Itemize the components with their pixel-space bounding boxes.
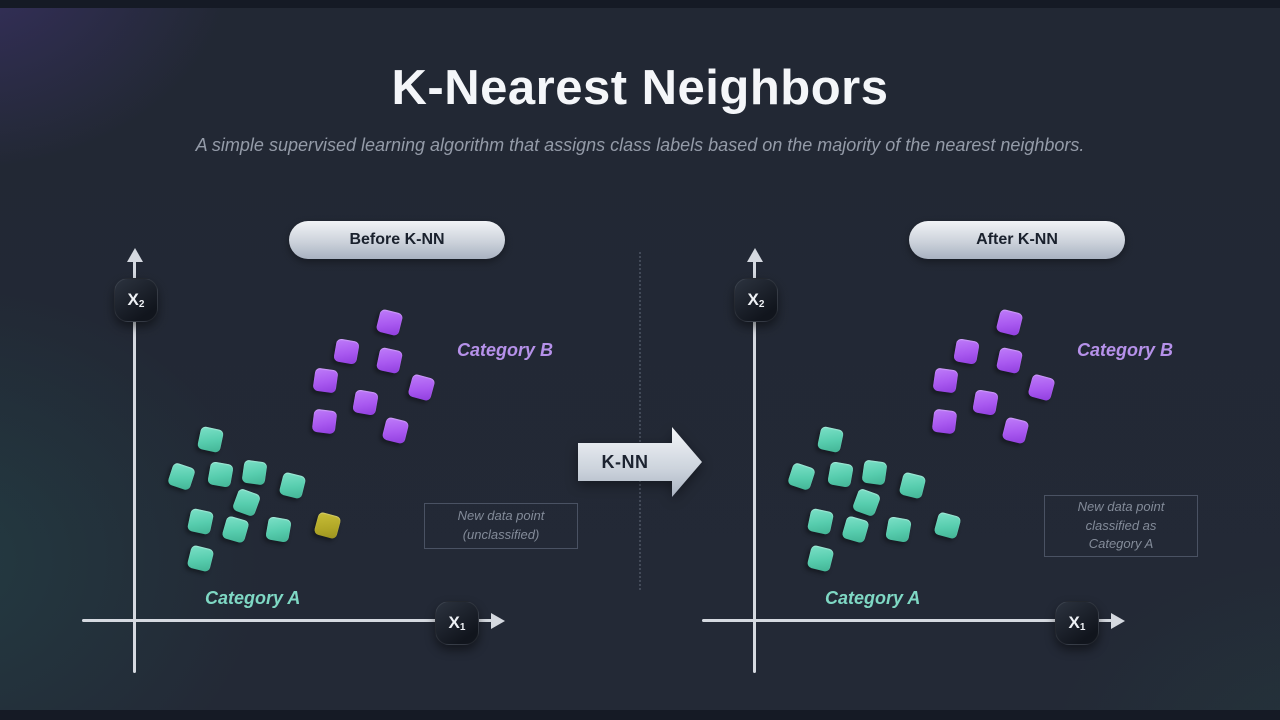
category-a-point (231, 487, 261, 517)
category-a-point (186, 544, 214, 572)
x-axis-label: X (448, 613, 460, 632)
x-axis-label: X (1068, 613, 1080, 632)
category-a-point (278, 471, 306, 499)
category-a-point (241, 459, 267, 485)
new-data-point (312, 510, 342, 540)
x-axis-line (82, 619, 492, 622)
category-b-point (995, 346, 1023, 374)
x-axis-arrow-icon (1111, 613, 1125, 629)
scatter-points (166, 308, 436, 572)
category-b-point (952, 337, 980, 365)
category-b-point (406, 372, 436, 402)
category-b-point (995, 308, 1023, 336)
category-b-point (351, 388, 379, 416)
y-axis-label-sub: 2 (138, 298, 145, 310)
category-a-point (861, 459, 887, 485)
note-line: classified as (1085, 517, 1157, 533)
category-b-point (1001, 416, 1029, 444)
new-point-note: New data point (unclassified) (424, 503, 578, 549)
page-title: K-Nearest Neighbors (391, 61, 889, 115)
x-axis-label-sub: 1 (459, 621, 466, 633)
new-data-point (932, 510, 962, 540)
panel-divider-dotted-line (639, 252, 641, 590)
x-axis-line (702, 619, 1112, 622)
x-axis-arrow-icon (491, 613, 505, 629)
category-a-point (806, 507, 834, 535)
category-b-point (311, 408, 337, 434)
classified-point-note: New data point classified as Category A (1044, 495, 1198, 557)
page-subtitle: A simple supervised learning algorithm t… (195, 135, 1085, 155)
after-knn-badge: After K-NN (909, 221, 1125, 259)
category-b-point (931, 408, 957, 434)
category-b-point (1026, 372, 1056, 402)
category-a-point (186, 507, 214, 535)
category-b-label: Category B (1077, 340, 1174, 360)
y-axis-line (133, 261, 136, 673)
category-a-point (898, 471, 926, 499)
x-axis-label-sub: 1 (1079, 621, 1086, 633)
category-a-point (806, 544, 834, 572)
note-line: New data point (457, 508, 545, 524)
y-axis-arrow-icon (747, 248, 763, 262)
knn-arrow-shape (578, 427, 702, 497)
category-a-point (196, 425, 224, 453)
top-edge-strip (0, 0, 1280, 8)
category-a-point (851, 487, 881, 517)
category-b-point (375, 308, 403, 336)
category-a-point (840, 514, 870, 544)
category-b-point (381, 416, 409, 444)
category-a-point (816, 425, 844, 453)
note-line: New data point (1077, 498, 1165, 514)
note-line: (unclassified) (462, 527, 540, 542)
note-line: Category A (1088, 536, 1154, 552)
knn-arrow-label: K-NN (601, 451, 649, 472)
category-b-point (375, 346, 403, 374)
category-b-point (971, 388, 999, 416)
category-a-point (220, 514, 250, 544)
category-b-point (332, 337, 360, 365)
category-a-point (884, 515, 912, 543)
y-axis-label: X (127, 290, 139, 309)
category-a-label: Category A (825, 588, 921, 608)
category-a-point (166, 461, 196, 491)
y-axis-label: X (747, 290, 759, 309)
category-a-point (826, 460, 854, 488)
y-axis-line (753, 261, 756, 673)
bottom-edge-strip (0, 710, 1280, 720)
y-axis-label-sub: 2 (758, 298, 765, 310)
category-a-point (264, 515, 292, 543)
category-b-label: Category B (457, 340, 554, 360)
category-a-point (206, 460, 234, 488)
y-axis-arrow-icon (127, 248, 143, 262)
scatter-points (620, 0, 1280, 720)
category-b-point (932, 367, 958, 393)
category-a-label: Category A (205, 588, 301, 608)
category-b-point (312, 367, 338, 393)
before-knn-badge: Before K-NN (289, 221, 505, 259)
category-a-point (786, 461, 816, 491)
